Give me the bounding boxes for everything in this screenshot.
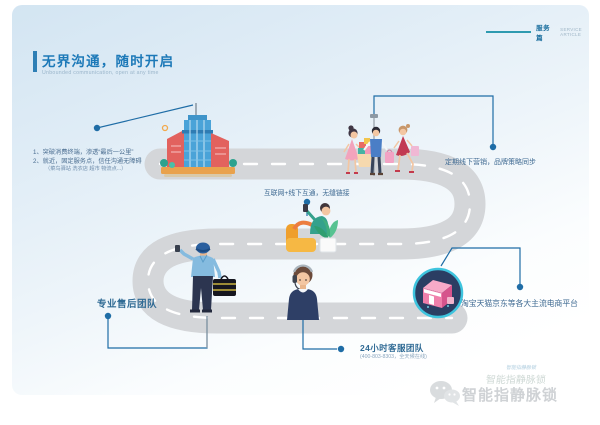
section-header: 服务篇 SERVICE ARTICLE: [486, 22, 600, 42]
section-label: 服务篇: [536, 25, 551, 42]
callout-service-24h-title: 24小时客服团队: [360, 343, 424, 353]
callout-internet-offline: 互联网+线下互通，无缝链接: [264, 190, 350, 197]
section-divider-line: [486, 31, 532, 33]
callout-consumer-terminal-line1: 1、突破消费终端，渗透“最后一公里”: [33, 149, 134, 156]
salesman-illustration: [175, 242, 236, 348]
shopping-family-illustration: [343, 114, 419, 176]
callout-service-24h-note: (400-803-8303，全天候在线): [360, 354, 427, 360]
dot-ecommerce: [516, 283, 524, 291]
callout-consumer-terminal-line2: 2、就近，固定服务点，信任沟通无障碍: [33, 157, 142, 165]
callout-consumer-terminal-line3: （菜鸟驿站 洗衣店 超市 物流点...）: [45, 166, 127, 172]
customer-service-illustration: [287, 264, 319, 320]
watermark-text-large: 智能指静脉锁: [462, 387, 559, 404]
title-accent-bar: [33, 51, 37, 72]
section-label-en: SERVICE ARTICLE: [560, 27, 582, 37]
watermark-text-small: 智能指静脉锁: [506, 365, 537, 371]
wechat-icon: [430, 381, 460, 406]
callout-offline-marketing: 定期线下营销，品牌策略同步: [445, 159, 536, 166]
dot-aftersales: [104, 312, 112, 320]
page-subtitle: Unbounded communication, open at any tim…: [42, 70, 159, 76]
callout-ecommerce-platforms: 淘宝天猫京东等各大主流电商平台: [461, 299, 578, 308]
road: [132, 148, 486, 334]
dot-internet-offline: [303, 198, 311, 206]
connector-service-24h: [302, 318, 337, 350]
road-dashes: [146, 162, 472, 320]
ecommerce-shop-badge: [412, 267, 464, 319]
dot-offline-marketing: [489, 143, 497, 151]
connector-consumer-terminal: [96, 104, 194, 129]
dot-service-24h: [337, 345, 345, 353]
callout-aftersales-team: 专业售后团队: [97, 299, 158, 310]
connector-dots: [93, 124, 524, 353]
page-title: 无界沟通，随时开启: [42, 54, 175, 69]
connector-ecommerce: [440, 247, 521, 284]
callout-consumer-terminal: 1、突破消费终端，渗透“最后一公里” 2、就近，固定服务点，信任沟通无障碍 （菜…: [33, 149, 183, 174]
dot-consumer-terminal: [93, 124, 101, 132]
relaxing-customer-illustration: [286, 203, 338, 253]
connector-offline-marketing: [373, 95, 494, 144]
watermark: 智能指静脉锁 智能指静脉锁 智能指静脉锁: [428, 365, 598, 424]
city-building-illustration: [160, 103, 237, 177]
